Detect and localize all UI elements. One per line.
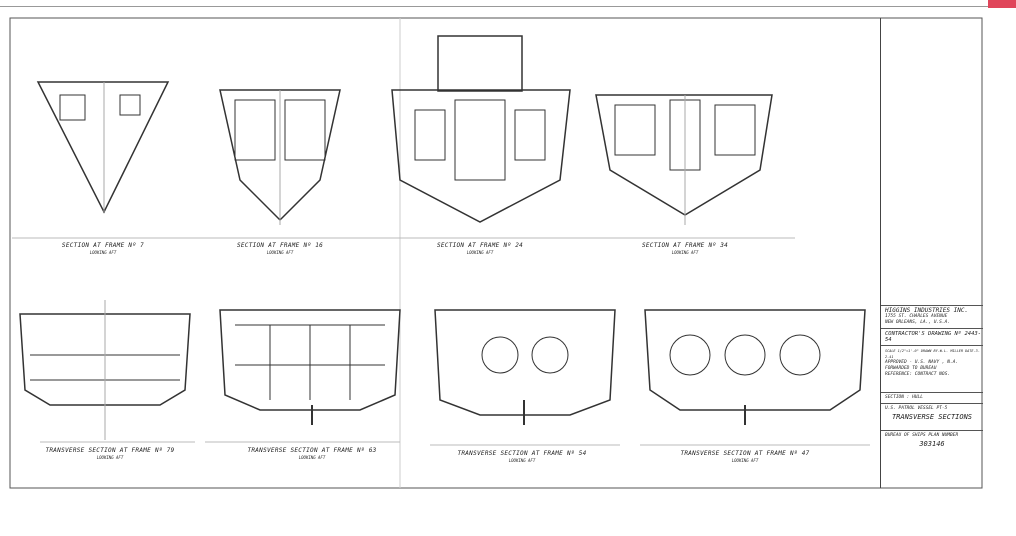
section-title: SECTION AT FRAME Nº 7 <box>61 242 145 249</box>
forwarded-note: FORWARDED TO BUREAU <box>885 366 937 371</box>
address-line: 1755 ST. CHARLES AVENUE <box>885 314 948 319</box>
section-subtitle: LOOKING AFT <box>266 250 294 255</box>
red-tab <box>988 0 1016 8</box>
section-frame-54 <box>434 309 616 425</box>
section-subtitle: LOOKING AFT <box>731 458 759 463</box>
section-title: TRANSVERSE SECTION AT FRAME Nº 47 <box>680 450 810 457</box>
drawing-number: CONTRACTOR'S DRAWING Nº 2443-54 <box>885 331 982 343</box>
section-frame-47 <box>644 309 866 425</box>
vessel-name: U.S. PATROL VESSEL PT-5 <box>885 406 948 411</box>
section-frame-79 <box>19 300 191 440</box>
reference-note: REFERENCE: CONTRACT NOS. <box>885 372 951 377</box>
section-title: SECTION AT FRAME Nº 24 <box>436 242 524 249</box>
approval: APPROVED - U.S. NAVY , N.A. <box>885 360 959 365</box>
section-subtitle: LOOKING AFT <box>508 458 536 463</box>
section-title: SECTION AT FRAME Nº 34 <box>641 242 729 249</box>
section-title: SECTION AT FRAME Nº 16 <box>236 242 324 249</box>
company-name: HIGGINS INDUSTRIES INC. <box>885 307 969 314</box>
sheet-border <box>9 17 983 489</box>
section-frame-34 <box>595 94 773 225</box>
section-frame-7 <box>36 81 170 214</box>
sheet-title: TRANSVERSE SECTIONS <box>891 413 973 421</box>
section-subtitle: LOOKING AFT <box>96 455 124 460</box>
section-frame-24 <box>391 35 571 223</box>
section-title: TRANSVERSE SECTION AT FRAME Nº 54 <box>457 450 587 457</box>
section-subtitle: LOOKING AFT <box>89 250 117 255</box>
section-frame-16 <box>219 89 341 225</box>
title-block: HIGGINS INDUSTRIES INC. 1755 ST. CHARLES… <box>880 18 983 488</box>
address-line: NEW ORLEANS, LA., U.S.A. <box>885 320 951 325</box>
scale-info: SCALE 1/2"=1'-0" DRAWN BY-W.L. MILLER DA… <box>885 349 980 359</box>
section-subtitle: LOOKING AFT <box>298 455 326 460</box>
section-title: TRANSVERSE SECTION AT FRAME Nº 63 <box>247 447 377 454</box>
plan-number: 303146 <box>919 440 945 448</box>
section-title: TRANSVERSE SECTION AT FRAME Nº 79 <box>45 447 175 454</box>
top-border <box>0 0 1016 7</box>
section-subtitle: LOOKING AFT <box>671 250 699 255</box>
section-note: SECTION : HULL <box>885 395 923 400</box>
bureau-label: BUREAU OF SHIPS PLAN NUMBER <box>885 433 959 438</box>
section-subtitle: LOOKING AFT <box>466 250 494 255</box>
section-frame-63 <box>219 309 401 425</box>
